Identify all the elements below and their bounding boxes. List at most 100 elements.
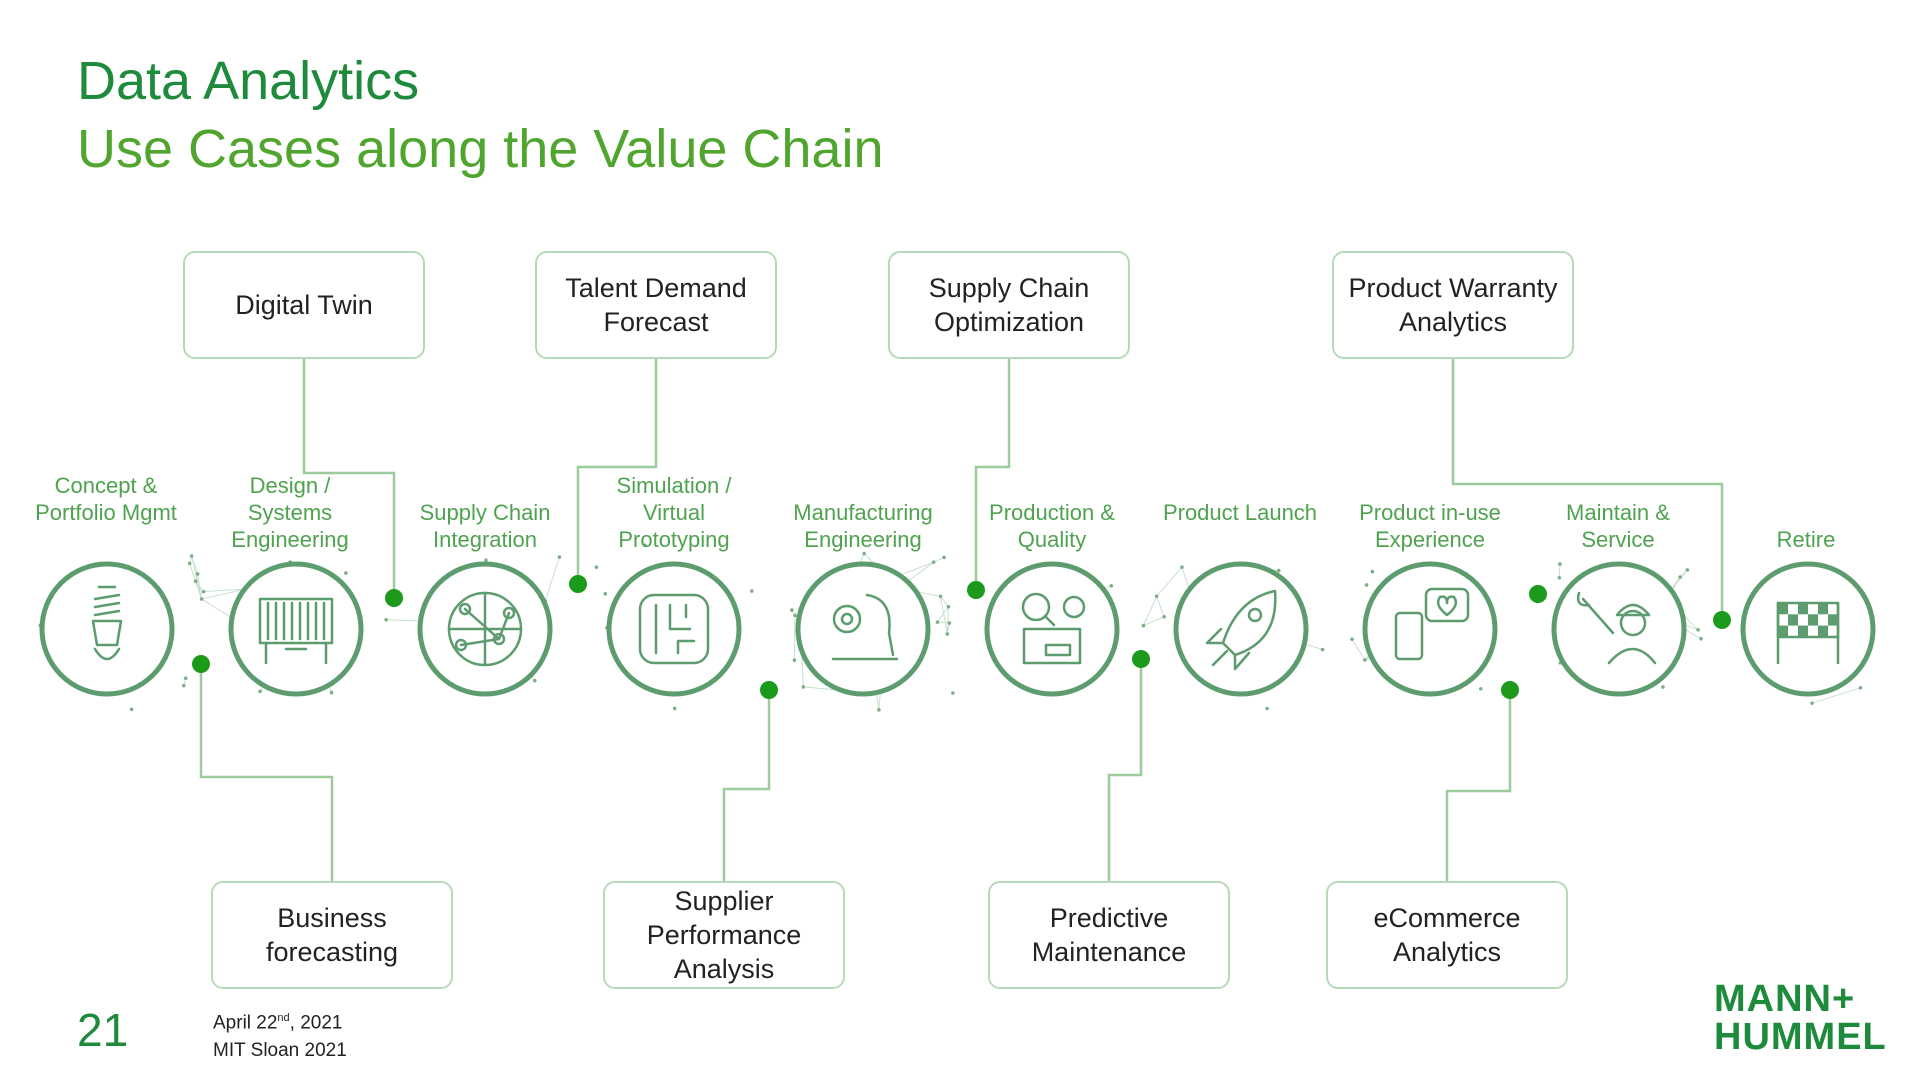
wrench-worker-icon: [1576, 591, 1657, 665]
network-node: [951, 691, 955, 695]
stage-node-6: [1173, 561, 1309, 697]
use-case-digital-twin[interactable]: Digital Twin: [183, 251, 425, 359]
use-case-supply-chain-optimization[interactable]: Supply Chain Optimization: [888, 251, 1130, 359]
stage-label-supply-chain-integration: Supply Chain Integration: [419, 500, 551, 552]
junction-dots: [192, 575, 1731, 699]
use-case-supplier-performance-analysis[interactable]: Supplier Performance Analysis: [603, 881, 845, 989]
footer-date: April 22nd, 2021: [213, 1012, 343, 1034]
circuit-chip-icon: [638, 593, 710, 665]
network-node: [931, 560, 936, 564]
network-node: [189, 554, 194, 558]
connector-line-4: [199, 664, 334, 881]
network-node: [1696, 628, 1700, 632]
stage-node-5: [984, 561, 1120, 697]
stage-circle: [39, 561, 175, 697]
network-node: [862, 551, 866, 556]
search-gear-box-icon: [1021, 592, 1086, 665]
network-edge: [946, 606, 949, 634]
network-node: [181, 683, 186, 688]
connector-line-7: [1445, 690, 1512, 881]
network-node: [672, 706, 677, 711]
network-edge: [946, 622, 950, 635]
network-node: [129, 707, 134, 712]
stage-circle: [1173, 561, 1309, 697]
network-node: [790, 608, 794, 612]
stage-node-4: [795, 561, 931, 697]
connector-line-1: [576, 358, 658, 584]
use-case-talent-demand-forecast[interactable]: Talent Demand Forecast: [535, 251, 777, 359]
junction-dot-3: [1713, 611, 1731, 629]
network-edge: [940, 596, 949, 608]
network-node: [1265, 706, 1269, 711]
lightbulb-icon: [91, 585, 123, 661]
network-node: [1858, 686, 1863, 690]
network-node: [195, 572, 200, 576]
network-node: [594, 565, 599, 569]
network-node: [801, 685, 806, 689]
network-node: [1557, 575, 1562, 580]
page-number: 21: [77, 1004, 129, 1056]
page-title: Data Analytics: [77, 51, 420, 111]
network-node: [1661, 685, 1665, 689]
network-edge: [793, 615, 796, 661]
network-node: [344, 571, 348, 575]
network-node: [793, 613, 797, 618]
network-node: [945, 632, 950, 636]
stage-circle: [795, 561, 931, 697]
network-node: [384, 617, 388, 622]
network-node: [557, 555, 562, 559]
stage-label-maintain-service: Maintain & Service: [1566, 500, 1670, 552]
network-node: [1678, 575, 1682, 579]
use-case-predictive-maintenance[interactable]: Predictive Maintenance: [988, 881, 1230, 989]
stage-label-product-in-use: Product in-use Experience: [1359, 500, 1501, 552]
connector-line-0: [302, 358, 396, 598]
network-node: [947, 621, 952, 625]
page-subtitle: Use Cases along the Value Chain: [77, 119, 884, 179]
stage-label-simulation: Simulation / Virtual Prototyping: [616, 473, 732, 552]
network-globe-icon: [447, 591, 523, 667]
network-node: [258, 689, 262, 694]
network-node: [1141, 623, 1146, 628]
network-edge: [940, 596, 948, 635]
stage-node-8: [1551, 561, 1687, 697]
connector-line-2: [974, 358, 1011, 590]
stage-label-manufacturing: Manufacturing Engineering: [793, 500, 933, 552]
phone-heart-icon: [1394, 587, 1470, 661]
junction-dot-8: [1529, 585, 1547, 603]
network-edge: [1156, 566, 1183, 597]
network-node: [183, 676, 188, 681]
stage-node-9: [1740, 561, 1876, 697]
network-node: [938, 594, 943, 599]
stage-node-1: [228, 561, 364, 697]
network-node: [187, 561, 192, 566]
stage-circle: [1551, 561, 1687, 697]
connector-lines: [199, 358, 1724, 881]
network-node: [484, 558, 488, 563]
use-case-ecommerce-analytics[interactable]: eCommerce Analytics: [1326, 881, 1568, 989]
logo-line-1: MANN+: [1714, 978, 1856, 1020]
rocket-icon: [1205, 589, 1277, 671]
network-node: [603, 592, 608, 596]
network-node: [1109, 584, 1114, 588]
network-node: [1478, 687, 1483, 691]
stage-circle: [1362, 561, 1498, 697]
network-node: [1320, 647, 1325, 652]
stage-label-production: Production & Quality: [989, 500, 1115, 552]
use-case-business-forecasting[interactable]: Business forecasting: [211, 881, 453, 989]
network-node: [1364, 583, 1369, 587]
network-node: [1154, 594, 1159, 599]
network-edge: [1558, 564, 1561, 578]
use-case-product-warranty-analytics[interactable]: Product Warranty Analytics: [1332, 251, 1574, 359]
company-logo: MANN+ HUMMEL: [1714, 980, 1887, 1056]
network-edge: [201, 588, 247, 600]
junction-dot-0: [385, 589, 403, 607]
drafting-board-icon: [258, 597, 334, 665]
checkered-flag-icon: [1776, 601, 1840, 665]
stage-label-design: Design / Systems Engineering: [231, 473, 349, 552]
network-node: [1350, 637, 1354, 642]
network-node: [1180, 565, 1184, 570]
stage-node-7: [1362, 561, 1498, 697]
junction-dot-6: [1132, 650, 1150, 668]
network-node: [877, 708, 881, 712]
